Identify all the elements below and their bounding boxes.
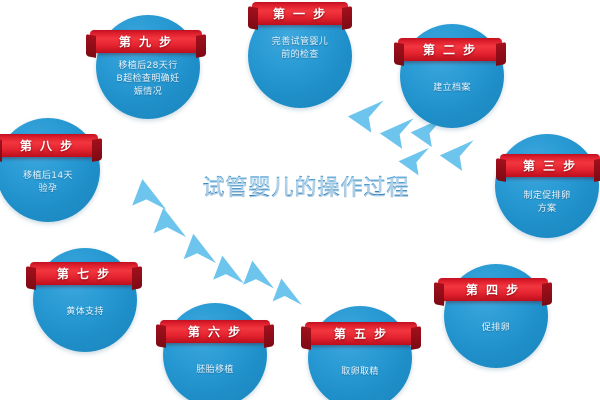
step-banner[interactable]: 第 五 步	[305, 322, 417, 345]
step-description: 完善试管婴儿前的检查	[271, 37, 329, 60]
step-description: 促排卵	[481, 323, 511, 333]
step-banner[interactable]: 第 二 步	[398, 38, 502, 61]
step-description: 胚胎移植	[196, 365, 234, 375]
step-circle	[495, 134, 599, 238]
step-banner-label: 第 二 步	[422, 43, 478, 57]
step-banner[interactable]: 第 一 步	[252, 2, 348, 25]
step-banner[interactable]: 第 六 步	[160, 320, 270, 343]
step-banner-label: 第 八 步	[19, 139, 75, 153]
step-banner[interactable]: 第 九 步	[90, 30, 202, 53]
step-banner-label: 第 九 步	[118, 35, 174, 49]
step-banner[interactable]: 第 四 步	[438, 278, 548, 301]
step-description: 制定促排卵方案	[523, 191, 571, 214]
step-banner-label: 第 七 步	[56, 267, 112, 281]
page-title: 试管婴儿的操作过程	[186, 170, 426, 202]
step-banner[interactable]: 第 七 步	[30, 262, 138, 285]
step-banner-label: 第 一 步	[272, 7, 328, 21]
step-banner-label: 第 四 步	[465, 283, 521, 297]
step-description: 黄体支持	[66, 307, 104, 317]
step-description: 建立档案	[433, 83, 471, 93]
step-banner[interactable]: 第 三 步	[500, 154, 600, 177]
step-banner-label: 第 五 步	[333, 327, 389, 341]
step-banner[interactable]: 第 八 步	[0, 134, 98, 157]
step-description: 移植后14天验孕	[23, 171, 73, 194]
step-banner-label: 第 三 步	[522, 159, 578, 173]
step-banner-label: 第 六 步	[187, 325, 243, 339]
step-description: 取卵取精	[341, 367, 379, 377]
